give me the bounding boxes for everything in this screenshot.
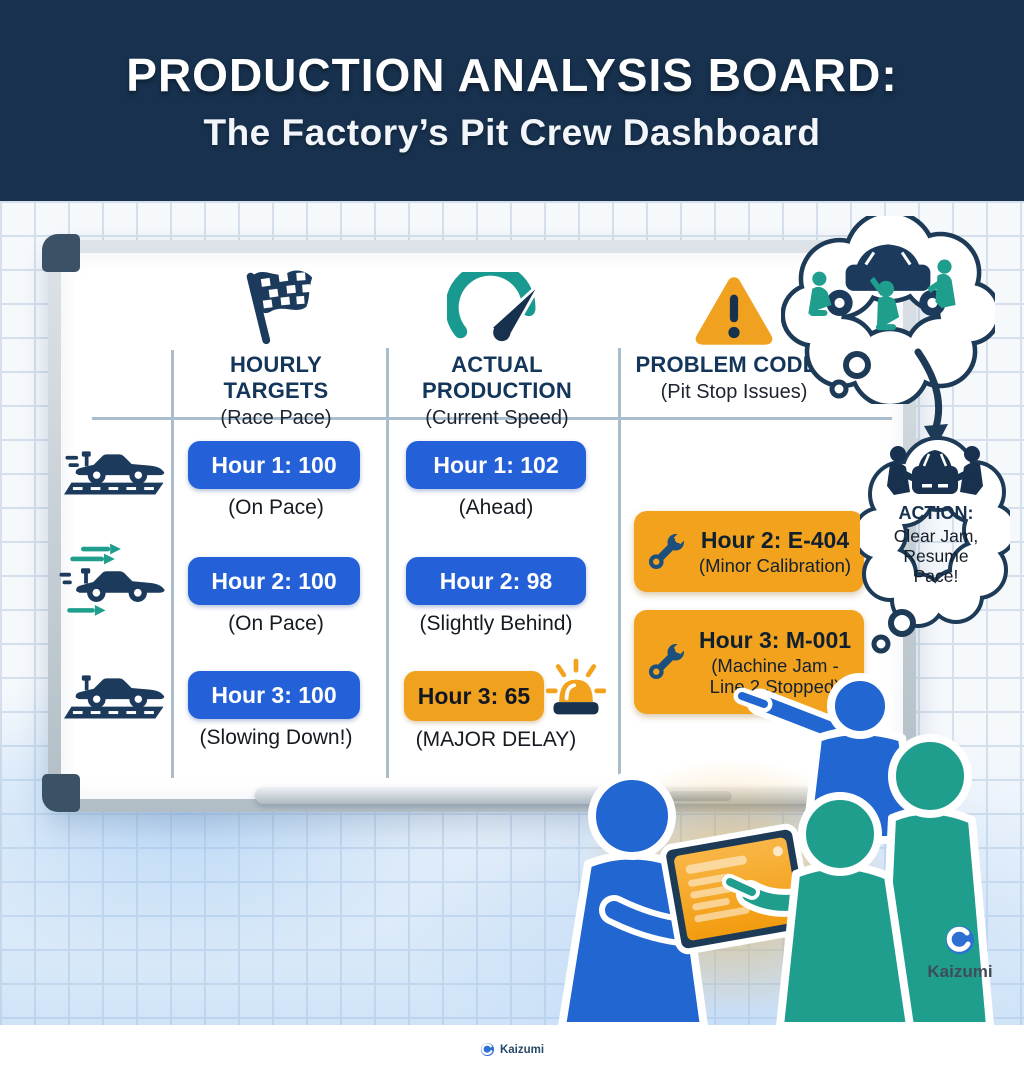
board-corner-cap bbox=[42, 774, 80, 812]
target-pill-hour1: Hour 1: 100 bbox=[188, 441, 360, 489]
checkered-flag-icon bbox=[176, 266, 376, 348]
wrench-icon bbox=[648, 531, 687, 569]
action-heading: ACTION: bbox=[898, 503, 974, 523]
kaizumi-c-icon bbox=[946, 926, 974, 954]
kaizumi-logo-corner: Kaizumi bbox=[912, 924, 1008, 982]
board-corner-cap bbox=[42, 234, 80, 272]
page-title: PRODUCTION ANALYSIS BOARD: bbox=[126, 48, 898, 101]
brand-name: Kaizumi bbox=[499, 1043, 545, 1056]
actual-status-hour2: (Slightly Behind) bbox=[419, 612, 573, 635]
column-header-actual-production: ACTUAL PRODUCTION (Current Speed) bbox=[391, 352, 603, 430]
column-subtitle: (Race Pace) bbox=[220, 407, 332, 429]
race-car-icon-hour3 bbox=[64, 660, 168, 727]
thought-bubble-pit-crew bbox=[780, 209, 1002, 409]
target-status-hour1: (On Pace) bbox=[228, 496, 324, 519]
target-pill-hour2: Hour 2: 100 bbox=[188, 557, 360, 605]
action-callout: ACTION: Clear Jam, Resume Pace! bbox=[874, 503, 998, 586]
page-subtitle: The Factory’s Pit Crew Dashboard bbox=[203, 111, 821, 153]
brand-name: Kaizumi bbox=[927, 962, 993, 981]
actual-pill-hour1: Hour 1: 102 bbox=[406, 441, 586, 489]
kaizumi-logo-footer: Kaizumi bbox=[480, 1042, 544, 1057]
column-title: HOURLY TARGETS bbox=[223, 352, 329, 403]
actual-status-hour1: (Ahead) bbox=[458, 496, 534, 519]
column-title: ACTUAL PRODUCTION bbox=[422, 352, 572, 403]
speedometer-icon bbox=[391, 272, 603, 344]
target-pill-hour3: Hour 3: 100 bbox=[188, 671, 360, 719]
problem-code: Hour 2: E-404 bbox=[700, 526, 850, 553]
header-banner: PRODUCTION ANALYSIS BOARD: The Factory’s… bbox=[0, 0, 1024, 201]
target-status-hour3: (Slowing Down!) bbox=[199, 726, 353, 749]
footer-bar: Kaizumi bbox=[0, 1025, 1024, 1074]
kaizumi-c-icon bbox=[480, 1042, 495, 1057]
actual-pill-hour3-alert: Hour 3: 65 bbox=[404, 671, 544, 721]
table-divider-vertical bbox=[171, 350, 174, 778]
crew-pushing-car-illustration bbox=[887, 446, 983, 495]
column-subtitle: (Current Speed) bbox=[425, 407, 569, 429]
column-header-hourly-targets: HOURLY TARGETS (Race Pace) bbox=[176, 352, 376, 430]
target-status-hour2: (On Pace) bbox=[228, 612, 324, 635]
race-car-speeding-icon-hour2 bbox=[58, 543, 170, 626]
problem-code: Hour 3: M-001 bbox=[698, 626, 852, 653]
race-car-icon-hour1 bbox=[64, 436, 168, 503]
action-bubble-trail bbox=[866, 608, 920, 663]
action-body: Clear Jam, Resume Pace! bbox=[893, 526, 979, 587]
thought-bubble-trail bbox=[826, 348, 874, 407]
problem-card-hour2: Hour 2: E-404 (Minor Calibration) bbox=[634, 511, 864, 592]
problem-detail: (Minor Calibration) bbox=[698, 554, 852, 576]
table-divider-vertical bbox=[386, 348, 389, 778]
actual-pill-hour2: Hour 2: 98 bbox=[406, 557, 586, 605]
